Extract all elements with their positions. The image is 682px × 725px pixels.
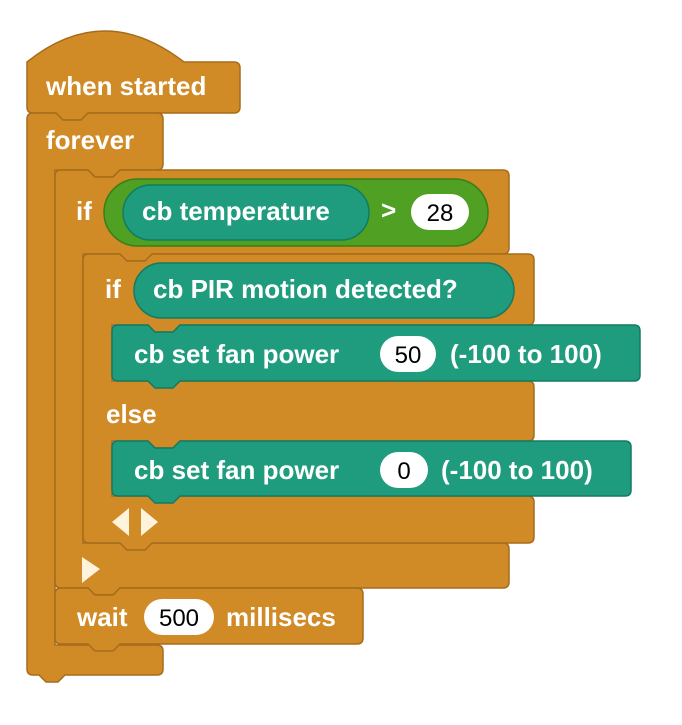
wait-duration-value: 500 <box>159 605 199 632</box>
pir-motion-label: cb PIR motion detected? <box>153 274 458 304</box>
inner-if-keyword: if <box>105 274 121 304</box>
if-else-motion-block[interactable]: if cb PIR motion detected? else <box>82 253 535 551</box>
fan-power-value-1: 50 <box>395 342 422 369</box>
if-keyword: if <box>76 196 92 226</box>
fan-power-input-2[interactable]: 0 <box>380 452 428 488</box>
operator-symbol: > <box>381 195 396 225</box>
if-temperature-block[interactable]: if cb temperature > 28 <box>54 169 510 596</box>
when-started-label: when started <box>45 71 206 101</box>
wait-label: wait <box>76 602 128 632</box>
forever-label: forever <box>46 125 134 155</box>
fan-power-range-2: (-100 to 100) <box>441 455 593 485</box>
threshold-value: 28 <box>427 200 454 227</box>
pir-motion-predicate[interactable]: cb PIR motion detected? <box>133 262 515 319</box>
set-fan-power-label-2: cb set fan power <box>134 455 339 485</box>
fan-power-range-1: (-100 to 100) <box>450 339 602 369</box>
fan-power-value-2: 0 <box>397 458 410 485</box>
wait-duration-input[interactable]: 500 <box>144 599 214 635</box>
set-fan-power-block-2[interactable]: cb set fan power 0 (-100 to 100) <box>111 440 632 504</box>
temperature-reporter[interactable]: cb temperature <box>122 184 370 241</box>
else-keyword: else <box>106 399 157 429</box>
collapse-else-arrow-icon[interactable] <box>112 508 129 536</box>
set-fan-power-label-1: cb set fan power <box>134 339 339 369</box>
threshold-input[interactable]: 28 <box>411 194 469 230</box>
set-fan-power-block-1[interactable]: cb set fan power 50 (-100 to 100) <box>111 324 641 389</box>
temperature-reporter-label: cb temperature <box>142 196 330 226</box>
collapse-arrow-icon[interactable] <box>82 557 100 583</box>
fan-power-input-1[interactable]: 50 <box>380 336 436 372</box>
when-started-hat-block[interactable]: when started <box>26 30 241 121</box>
wait-block[interactable]: wait 500 millisecs <box>54 587 364 652</box>
wait-unit-label: millisecs <box>226 602 336 632</box>
expand-else-arrow-icon[interactable] <box>141 508 158 536</box>
greater-than-operator[interactable]: cb temperature > 28 <box>103 178 489 247</box>
